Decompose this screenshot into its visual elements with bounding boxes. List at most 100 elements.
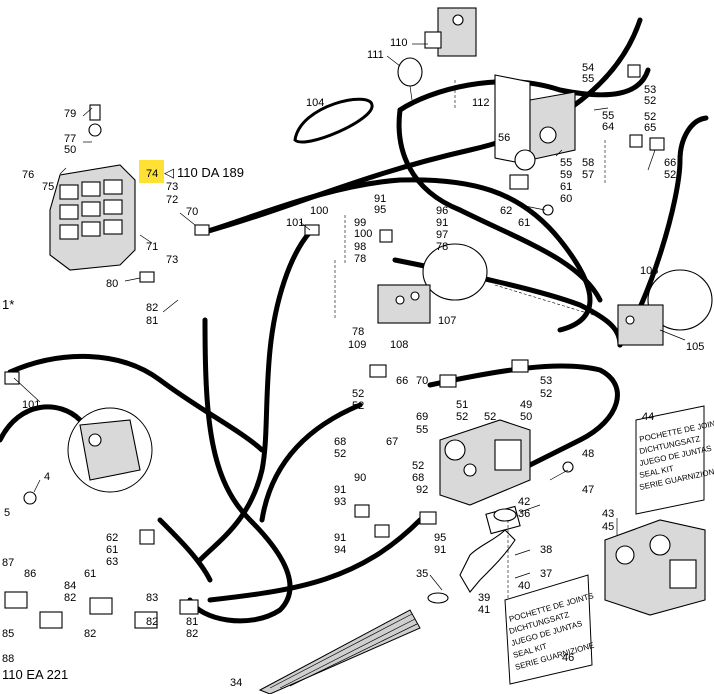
callout-97: 97 [436, 229, 448, 241]
callout-111: 111 [367, 49, 384, 61]
fittings [4, 64, 665, 629]
callout-82: 82 [84, 628, 96, 640]
callout-65: 65 [644, 122, 656, 134]
callout-55: 55 [416, 424, 428, 436]
callout-74-highlight [139, 160, 164, 183]
arrow-marker-icon: ◁ [164, 165, 174, 180]
callout-83: 83 [146, 592, 158, 604]
callout-40: 40 [518, 580, 530, 592]
callout-104: 104 [306, 97, 324, 109]
callout-78: 78 [352, 326, 364, 338]
control-valve-block [49, 104, 136, 271]
callout-82: 82 [64, 592, 76, 604]
callout-61: 61 [84, 568, 96, 580]
callout-79: 79 [64, 108, 76, 120]
callout-60: 60 [560, 193, 572, 205]
callout-73: 73 [166, 181, 178, 193]
callout-49: 49 [520, 399, 532, 411]
callout-99: 99 [354, 217, 366, 229]
star-note-reference: 1* [2, 297, 14, 312]
callout-94: 94 [334, 544, 346, 556]
callout-91: 91 [334, 532, 346, 544]
callout-57: 57 [582, 169, 594, 181]
callout-52: 52 [334, 448, 346, 460]
callout-53: 53 [644, 84, 656, 96]
callout-91: 91 [436, 217, 448, 229]
detail-magnifier [67, 407, 153, 493]
callout-81: 81 [186, 616, 198, 628]
callout-74: 74 [146, 168, 158, 180]
callout-76: 76 [22, 169, 34, 181]
callout-87: 87 [2, 557, 14, 569]
callout-96: 96 [436, 205, 448, 217]
callout-52: 52 [540, 388, 552, 400]
callout-43: 43 [602, 508, 614, 520]
callout-54: 54 [582, 62, 594, 74]
callout-112: 112 [472, 97, 490, 109]
callout-86: 86 [24, 568, 36, 580]
callout-51: 51 [456, 399, 468, 411]
callout-101: 101 [286, 217, 304, 229]
callout-101: 101 [22, 399, 40, 411]
callout-47: 47 [582, 484, 594, 496]
callout-59: 59 [560, 169, 572, 181]
callout-95: 95 [434, 532, 446, 544]
callout-77: 77 [64, 133, 76, 145]
callout-91: 91 [434, 544, 446, 556]
callout-110: 110 [390, 37, 408, 49]
callout-50: 50 [520, 411, 532, 423]
callout-39: 39 [478, 592, 490, 604]
pump-right [604, 519, 706, 616]
callout-68: 68 [334, 436, 346, 448]
callout-107: 107 [438, 315, 456, 327]
callout-52: 52 [456, 411, 468, 423]
callout-36: 36 [518, 508, 530, 520]
callout-82: 82 [186, 628, 198, 640]
callout-108: 108 [390, 339, 408, 351]
callout-55: 55 [582, 73, 594, 85]
callout-52: 52 [412, 460, 424, 472]
manifold-block [494, 74, 576, 190]
callout-78: 78 [354, 253, 366, 265]
seal-kit-sign-upper: POCHETTE DE JOINTS DICHTUNGSATZ JUEGO DE… [635, 405, 714, 515]
callout-78: 78 [436, 241, 448, 253]
callout-62: 62 [500, 205, 512, 217]
callout-73: 73 [166, 254, 178, 266]
callout-44: 44 [642, 411, 654, 423]
valve-block-reference: 110 DA 189 [177, 165, 244, 180]
callout-41: 41 [478, 604, 490, 616]
accumulator-middle [377, 243, 488, 324]
callout-37: 37 [540, 568, 552, 580]
oval-seal [293, 97, 374, 144]
callout-100: 100 [310, 205, 328, 217]
accumulator-106 [617, 269, 713, 346]
callout-75: 75 [42, 181, 54, 193]
callout-61: 61 [106, 544, 118, 556]
callout-52: 52 [664, 169, 676, 181]
callout-52: 52 [644, 111, 656, 123]
callout-55: 55 [602, 110, 614, 122]
callout-53: 53 [540, 375, 552, 387]
callout-42: 42 [518, 496, 530, 508]
callout-80: 80 [106, 278, 118, 290]
callout-91: 91 [334, 484, 346, 496]
callout-91: 91 [374, 193, 386, 205]
callout-68: 68 [412, 472, 424, 484]
callout-105: 105 [686, 341, 704, 353]
callout-35: 35 [416, 568, 428, 580]
callout-93: 93 [334, 496, 346, 508]
callout-67: 67 [386, 436, 398, 448]
callout-46: 46 [562, 652, 574, 664]
callout-4: 4 [44, 471, 50, 483]
callout-82: 82 [146, 616, 158, 628]
callout-90: 90 [354, 472, 366, 484]
callout-71: 71 [146, 241, 158, 253]
callout-70: 70 [186, 206, 198, 218]
callout-61: 61 [560, 181, 572, 193]
callout-82: 82 [146, 302, 158, 314]
callout-72: 72 [166, 194, 178, 206]
callout-61: 61 [518, 217, 530, 229]
callout-5: 5 [4, 507, 10, 519]
